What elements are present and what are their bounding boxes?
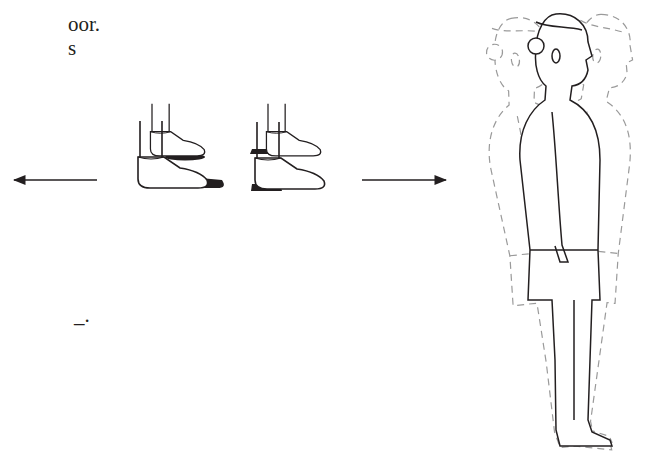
text-fragment: _.: [74, 305, 90, 326]
standing-person: [520, 14, 612, 446]
feet-forward: [138, 104, 224, 188]
text-fragment: oor.: [68, 14, 100, 35]
direction-arrow: [14, 179, 97, 181]
direction-arrow: [362, 179, 446, 181]
feet-backward: [250, 104, 325, 191]
sway-ghost: [520, 10, 657, 449]
text-fragment: s: [68, 38, 76, 59]
